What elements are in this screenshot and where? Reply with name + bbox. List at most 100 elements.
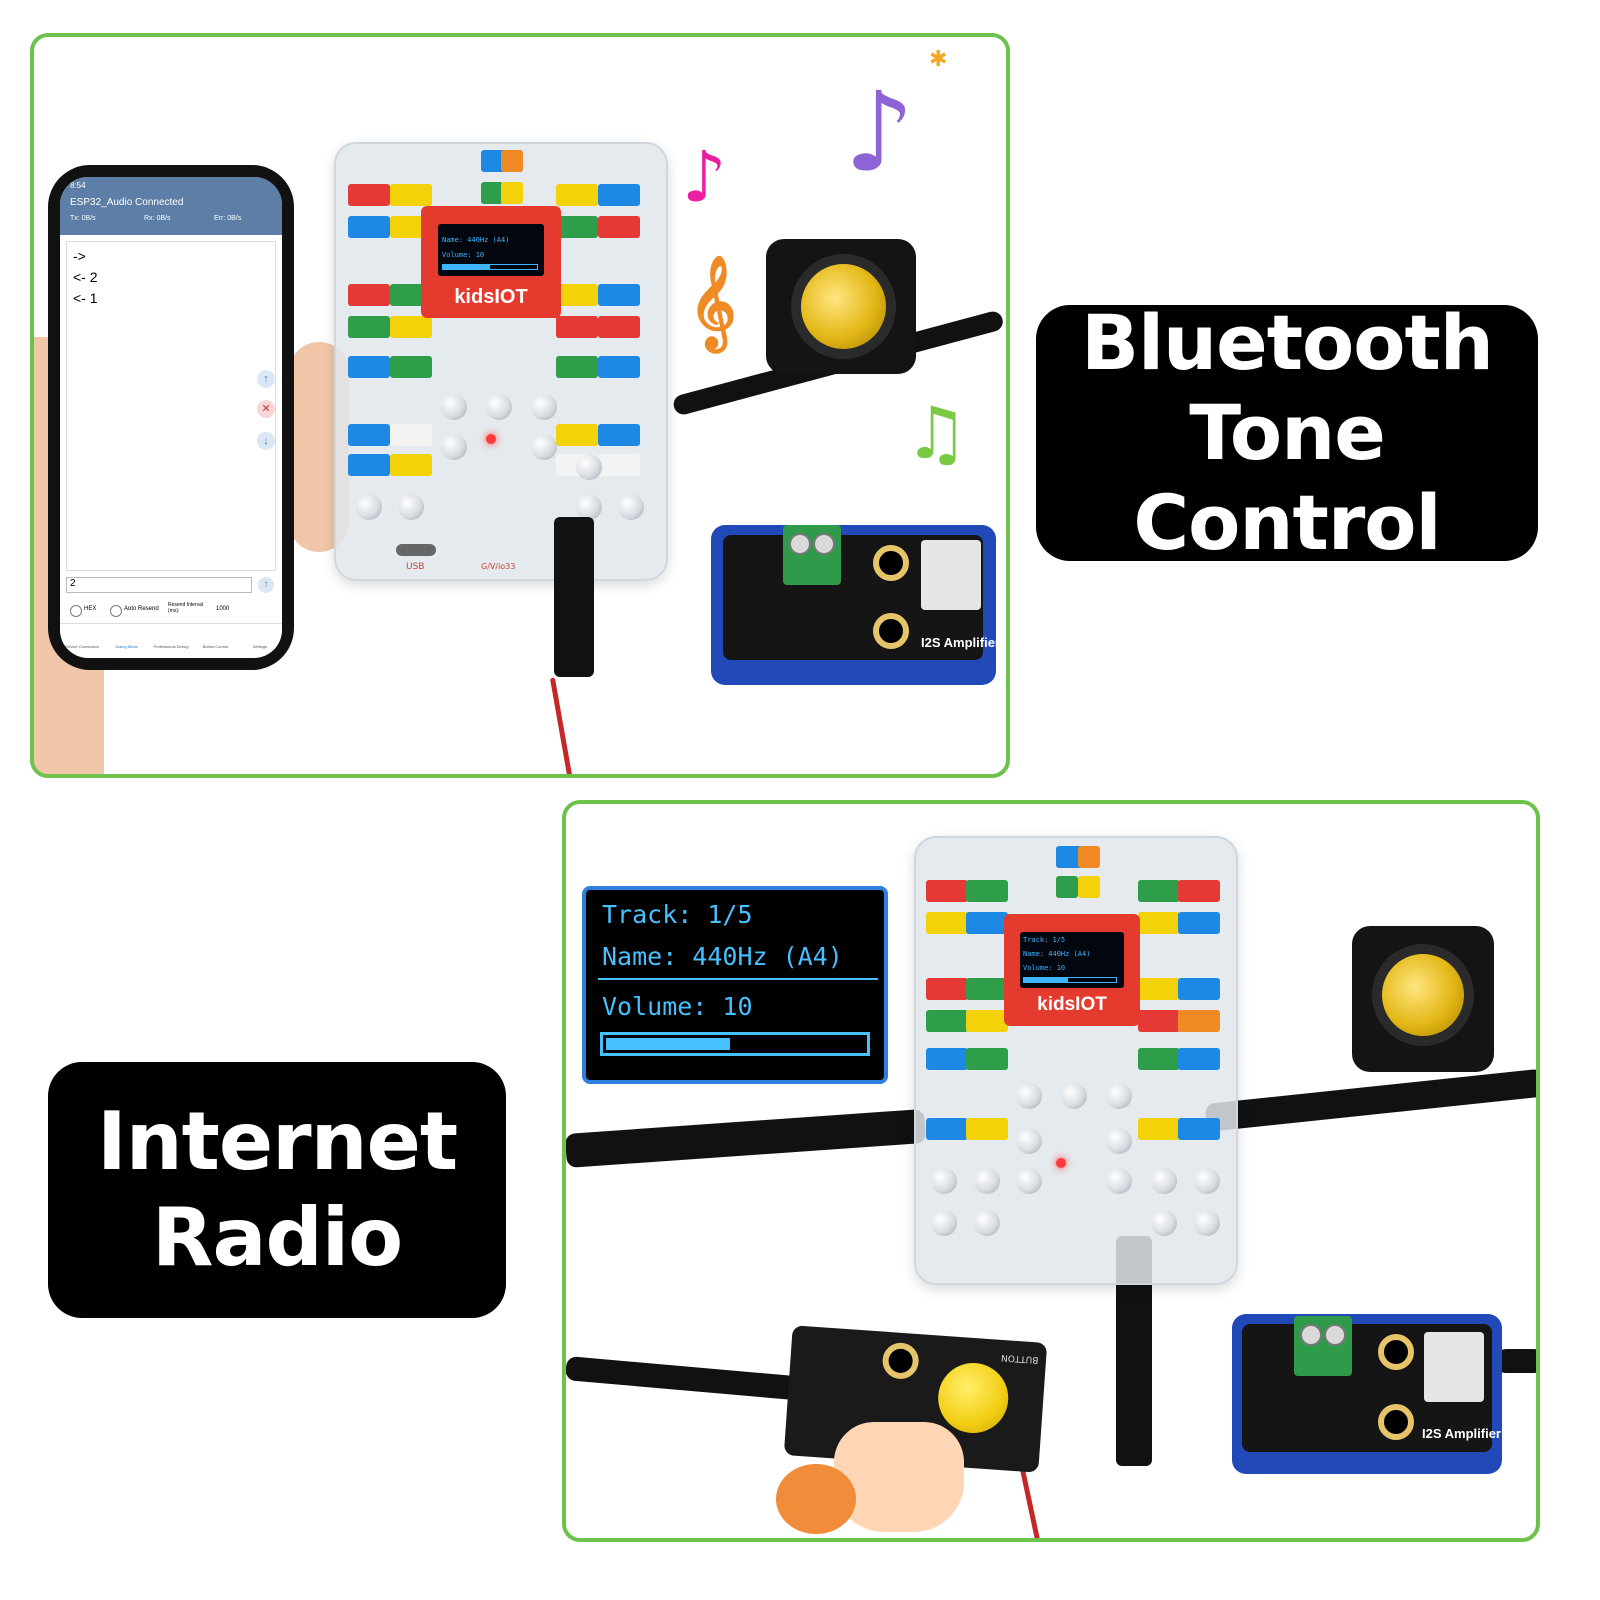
tab-device-connection[interactable]: Device Connection [65,644,99,649]
brick [348,454,390,476]
label-line: Internet [96,1095,458,1188]
tab-button-control[interactable]: Button Control [202,644,229,649]
log-area: -> <- 2 <- 1 ↑ ✕ ↓ [66,241,276,571]
mount-hole [1378,1404,1414,1440]
oled-volume-fill [606,1038,730,1050]
oled-name-line: Name: 440Hz (A4) [1023,950,1091,958]
screw-terminal [783,525,841,585]
mount-hole [1378,1334,1414,1370]
send-icon[interactable]: ↑ [258,577,274,593]
brick [598,216,640,238]
music-note-icon: ♪ [682,136,727,218]
flat-cable [566,1108,927,1168]
screw-terminal [1294,1316,1352,1376]
brick [1138,880,1180,902]
scroll-bottom-icon[interactable]: ↓ [257,432,275,450]
resend-interval-label: Resend Interval (ms): [168,602,204,614]
label-line: Tone Control [1133,388,1441,567]
tab-dialog-mode[interactable]: Dialog Mode [115,644,138,649]
amplifier-label: I2S Amplifier [921,635,1000,650]
peg [1106,1083,1132,1109]
brick [556,316,598,338]
pressing-hand [834,1422,964,1532]
hex-radio[interactable] [70,605,82,617]
oled-volume-bar [1023,977,1117,983]
display-frame: Track: 1/5 Name: 440Hz (A4) Volume: 10 k… [1004,914,1140,1026]
clear-icon[interactable]: ✕ [257,400,275,418]
brick [348,424,390,446]
peg [931,1168,957,1194]
brick [556,184,598,206]
brick [1056,876,1078,898]
oled-volume-line: Volume: 10 [1023,964,1066,972]
brick [390,454,432,476]
audio-jack [921,540,981,610]
oled-volume-line: Volume: 10 [602,992,753,1021]
flat-cable [1496,1349,1536,1373]
peg [974,1168,1000,1194]
brick [556,284,598,306]
peg [1016,1168,1042,1194]
label-line: Bluetooth [1081,298,1494,387]
brick [1138,1118,1180,1140]
peg [1194,1168,1220,1194]
peg [531,394,557,420]
brick [1078,846,1100,868]
peg [974,1210,1000,1236]
button-module-label: BUTTON [1000,1351,1039,1365]
red-wire [549,677,574,774]
brick [481,182,503,204]
push-button[interactable] [935,1360,1011,1436]
log-line: <- 2 [73,269,98,285]
peg [441,394,467,420]
status-led [486,434,496,444]
resend-interval-value[interactable]: 1000 [216,606,230,612]
brick [556,424,598,446]
message-input[interactable]: 2 [66,577,252,593]
music-note-icon: ♪ [844,68,915,196]
screw [789,533,811,555]
oled-volume-bar [600,1032,870,1056]
peg [441,434,467,460]
usb-port [396,544,436,556]
peg [1061,1083,1087,1109]
scroll-top-icon[interactable]: ↑ [257,370,275,388]
log-line: -> [73,248,86,264]
board-marking-io33: G/V/io33 [481,562,516,571]
brick [926,978,968,1000]
err-stat: Err: 0B/s [214,215,242,222]
audio-cable [554,517,594,677]
amplifier-board: I2S Amplifier [1242,1316,1501,1452]
brick [598,424,640,446]
hex-label: HEX [84,606,97,612]
brick [556,216,598,238]
peg [618,494,644,520]
peg [1016,1083,1042,1109]
peg [1151,1168,1177,1194]
oled-display: Name: 440Hz (A4) Volume: 10 [438,224,544,276]
rx-stat: Rx: 0B/s [144,215,171,222]
oled-divider [598,978,878,980]
display-frame: Name: 440Hz (A4) Volume: 10 kidsIOT [421,206,561,318]
top-panel: 8:54 ESP32_Audio Connected Tx: 0B/s Rx: … [30,33,1010,778]
peg [1106,1128,1132,1154]
brick [598,356,640,378]
status-time: 8:54 [70,181,86,190]
tab-professional-debug[interactable]: Professional Debug [153,644,189,649]
internet-radio-label: Internet Radio [48,1062,506,1318]
screw [813,533,835,555]
brick [348,316,390,338]
brick [1178,880,1220,902]
peg [486,394,512,420]
auto-resend-radio[interactable] [110,605,122,617]
speaker-cone [1372,944,1474,1046]
brick [501,150,523,172]
brick [926,1118,968,1140]
brick [966,1010,1008,1032]
brick [348,356,390,378]
mount-hole [881,1341,920,1381]
brick [1138,1010,1180,1032]
brick [348,284,390,306]
brick [926,1010,968,1032]
tab-settings[interactable]: Settings [252,644,268,649]
